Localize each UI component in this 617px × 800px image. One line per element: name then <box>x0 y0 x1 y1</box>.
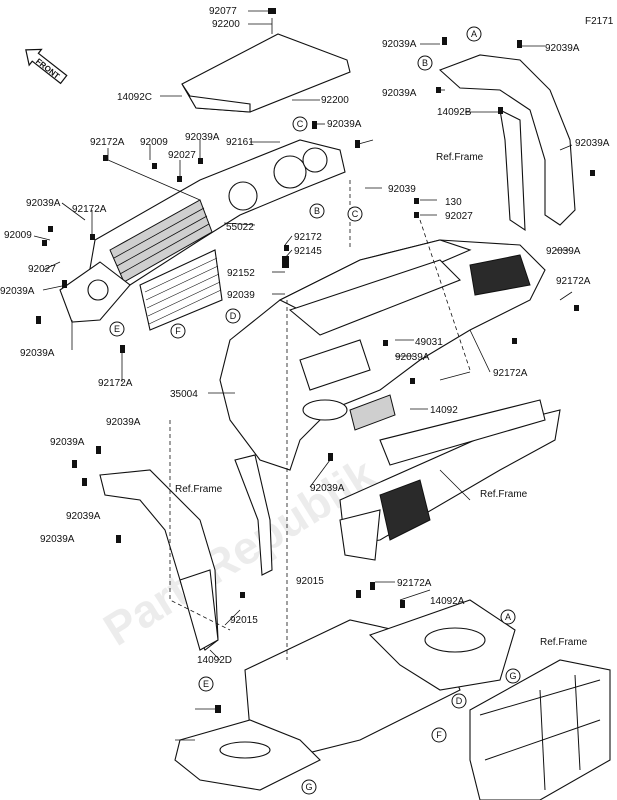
radiator-guard <box>139 249 223 331</box>
label-130: 130 <box>445 197 462 208</box>
svg-text:E: E <box>203 679 209 689</box>
svg-text:G: G <box>509 671 516 681</box>
callout-f: F <box>431 727 447 743</box>
svg-text:D: D <box>230 311 237 321</box>
frame-rear <box>469 659 611 800</box>
svg-text:E: E <box>114 324 120 334</box>
label-92039a: 92039A <box>20 348 55 359</box>
label-92039: 92039 <box>227 290 255 301</box>
label-92200: 92200 <box>212 19 240 30</box>
callout-b: B <box>417 55 433 71</box>
label-92077: 92077 <box>209 6 237 17</box>
label-14092a: 14092D <box>197 655 232 666</box>
callout-a: A <box>500 609 516 625</box>
label-92172a: 14092A <box>430 596 465 607</box>
right-fender-14092b <box>438 54 576 232</box>
frame-center <box>339 399 561 561</box>
leader-lines <box>33 10 573 741</box>
label-92015: 92172A <box>397 578 432 589</box>
callout-g: G <box>301 779 317 795</box>
label-92039a: 92039A <box>395 352 430 363</box>
label-92039a: 92039A <box>50 437 85 448</box>
label-92039a: 92039A <box>66 511 101 522</box>
ref-frame-label: Ref.Frame <box>480 489 528 500</box>
label-92039a: 14092B <box>437 107 472 118</box>
label-92039a: 92039A <box>0 286 35 297</box>
label-92161: 92161 <box>226 137 254 148</box>
label-92027: 92027 <box>168 150 196 161</box>
callout-b: B <box>309 203 325 219</box>
label-92039: 92039 <box>388 184 416 195</box>
callout-d: D <box>451 693 467 709</box>
label-92172: 92172 <box>294 232 322 243</box>
label-92145: 92145 <box>294 246 322 257</box>
label-92172a: 92172A <box>90 137 125 148</box>
svg-text:F: F <box>436 730 442 740</box>
top-cover-14092c <box>181 8 351 113</box>
label-92027: 92027 <box>28 264 56 275</box>
front-arrow-icon: FRONT <box>25 48 68 85</box>
callout-d: D <box>225 308 241 324</box>
label-14092: 14092 <box>430 405 458 416</box>
svg-text:D: D <box>456 696 463 706</box>
front-dash-panel <box>59 139 346 323</box>
label-92039a: 92172A <box>493 368 528 379</box>
callout-c: C <box>292 116 308 132</box>
label-92009: 92009 <box>4 230 32 241</box>
callout-e: E <box>198 676 214 692</box>
label-92039a: 92039A <box>327 119 362 130</box>
svg-text:G: G <box>305 782 312 792</box>
label-92039a: 92039A <box>185 132 220 143</box>
left-fender-14092a <box>99 469 219 651</box>
label-92172a: 92015 <box>296 576 324 587</box>
callout-c: C <box>347 206 363 222</box>
ref-frame-label: Ref.Frame <box>436 152 484 163</box>
label-92039a: 92172A <box>556 276 591 287</box>
ref-frame-labels: Ref.Frame Ref.Frame Ref.Frame Ref.Frame <box>175 152 588 648</box>
ref-frame-label: Ref.Frame <box>175 484 223 495</box>
label-92172a: 92172A <box>98 378 133 389</box>
label-92039a: 92039A <box>26 198 61 209</box>
svg-text:A: A <box>471 29 477 39</box>
svg-text:C: C <box>352 209 359 219</box>
callout-e: E <box>109 321 125 337</box>
front-body-35004 <box>219 239 546 471</box>
callout-f: F <box>170 323 186 339</box>
label-92039a: 92039A <box>382 39 417 50</box>
label-92152: 92152 <box>227 268 255 279</box>
label-14092c: 14092C <box>117 92 152 103</box>
label-92172a: 92172A <box>72 204 107 215</box>
callouts: A B C B C D E F A E G D F G <box>109 26 521 795</box>
label-92039a: 92039A <box>106 417 141 428</box>
svg-text:B: B <box>422 58 428 68</box>
callout-g: G <box>505 668 521 684</box>
label-92039a: 92039A <box>310 483 345 494</box>
label-92039a: 92039A <box>382 88 417 99</box>
frame-bracket-left <box>234 454 273 576</box>
svg-text:C: C <box>297 119 304 129</box>
svg-text:F: F <box>175 326 181 336</box>
label-92172a: 92015 <box>230 615 258 626</box>
fasteners <box>36 37 595 713</box>
svg-text:B: B <box>314 206 320 216</box>
label-92027: 92027 <box>445 211 473 222</box>
label-92039a: 92039A <box>545 43 580 54</box>
part-labels: 92077 92200 14092C 92200 92039A 92039A 9… <box>0 6 610 666</box>
ref-frame-label: Ref.Frame <box>540 637 588 648</box>
floor-14092d <box>174 599 516 791</box>
callout-a: A <box>466 26 482 42</box>
label-92039a: 92039A <box>40 534 75 545</box>
svg-text:A: A <box>505 612 511 622</box>
label-49031: 49031 <box>415 337 443 348</box>
label-55022: 55022 <box>226 222 254 233</box>
label-35004: 35004 <box>170 389 198 400</box>
label-14092b: 92039A <box>546 246 581 257</box>
label-92009: 92009 <box>140 137 168 148</box>
label-92172a: 92039A <box>575 138 610 149</box>
label-92200: 92200 <box>321 95 349 106</box>
figure-code: F2171 <box>585 16 614 27</box>
